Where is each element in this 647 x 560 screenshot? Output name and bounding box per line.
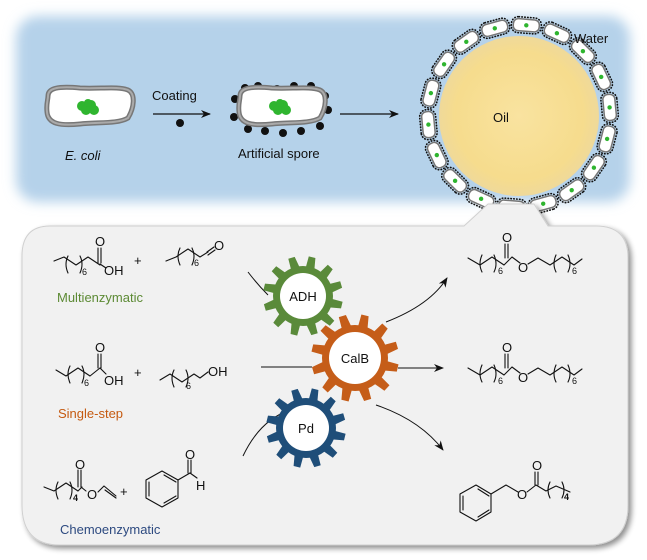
gear-calb: CalB <box>311 314 399 402</box>
gear-label: Pd <box>298 421 314 436</box>
product-octyl-octanoate-2: O 6 O 6 <box>467 340 583 386</box>
gear-pd: Pd <box>266 388 346 468</box>
gear-label: CalB <box>341 351 369 366</box>
plus-sign: + <box>134 253 142 268</box>
repeat-subscript: 6 <box>572 376 577 386</box>
coating-particle <box>279 129 287 137</box>
immobilized-spore <box>479 17 511 40</box>
immobilized-spore <box>418 108 438 141</box>
enzyme-blob <box>84 99 92 107</box>
carbonyl-o: O <box>185 447 195 462</box>
top-panel: E. coli Coating Artificial spore Oil Wat… <box>16 15 630 217</box>
ester-o: O <box>87 487 97 502</box>
octanal-structure: 6 O <box>165 238 224 268</box>
carbonyl-o: O <box>75 457 85 472</box>
repeat-subscript: 6 <box>186 381 191 391</box>
product-benzyl-hexanoate: O O 4 <box>459 458 571 522</box>
immobilized-spore <box>424 139 449 171</box>
immobilized-spore <box>510 15 543 35</box>
reaction-panel <box>21 203 629 546</box>
gear-label: ADH <box>289 289 316 304</box>
coating-particle <box>244 125 252 133</box>
hydroxyl-group: OH <box>104 263 124 278</box>
immobilized-spore <box>430 49 458 80</box>
repeat-subscript: 6 <box>498 266 503 276</box>
route-label-chemoenzymatic: Chemoenzymatic <box>60 522 161 537</box>
immobilized-spore <box>440 166 470 195</box>
immobilized-spore <box>568 37 598 66</box>
artificial-spore-label: Artificial spore <box>238 146 320 161</box>
repeat-subscript: 6 <box>84 378 89 388</box>
coating-particle-icon <box>176 119 184 127</box>
route-label-multienzymatic: Multienzymatic <box>57 290 143 305</box>
artificial-spore-cell <box>230 82 332 137</box>
ester-o: O <box>517 487 527 502</box>
ecoli-cell <box>44 84 136 128</box>
immobilized-spore <box>556 176 587 204</box>
enzyme-blob <box>281 105 291 115</box>
immobilized-spore <box>600 91 620 124</box>
plus-sign: + <box>134 365 142 380</box>
ester-o: O <box>518 370 528 385</box>
aldehyde-h: H <box>196 478 205 493</box>
enzyme-icon <box>269 99 291 115</box>
arrow-in-multienzymatic <box>247 271 269 296</box>
route-single-step: O 6 OH + 6 OH Single-step <box>55 340 228 421</box>
repeat-subscript: 6 <box>82 267 87 277</box>
oil-droplet <box>418 15 620 217</box>
coating-particle <box>230 113 238 121</box>
oil-label: Oil <box>493 110 509 125</box>
repeat-subscript: 6 <box>572 266 577 276</box>
product-octyl-octanoate-1: O 6 O 6 <box>467 230 583 276</box>
carbonyl-o: O <box>95 340 105 355</box>
route-multienzymatic: O 6 OH + 6 O Multienzymatic <box>53 234 224 305</box>
carbonyl-o: O <box>532 458 542 473</box>
vinyl-hexanoate-structure: O 4 O <box>43 457 117 503</box>
octanol-structure: 6 OH <box>159 364 228 391</box>
repeat-subscript: 6 <box>194 258 199 268</box>
water-label: Water <box>574 31 609 46</box>
enzyme-icon <box>77 99 99 115</box>
plus-sign: + <box>120 484 128 499</box>
gear-adh: ADH <box>263 256 343 336</box>
enzyme-blob <box>89 105 99 115</box>
enzyme-blob <box>276 99 284 107</box>
coating-particle <box>316 122 324 130</box>
ester-o: O <box>518 260 528 275</box>
immobilized-spore <box>589 61 614 93</box>
carbonyl-o: O <box>95 234 105 249</box>
route-label-single-step: Single-step <box>58 406 123 421</box>
immobilized-spore <box>596 123 618 155</box>
carbonyl-o: O <box>502 340 512 355</box>
immobilized-spore <box>541 21 573 46</box>
route-chemoenzymatic: O 4 O + O H Chemoenzymatic <box>43 447 205 537</box>
ecoli-label: E. coli <box>65 148 102 163</box>
catalyst-gears: ADH Pd CalB <box>263 256 399 468</box>
immobilized-spore <box>420 77 442 109</box>
arrow-out-chemoenzymatic <box>375 404 444 451</box>
repeat-subscript: 4 <box>73 493 78 503</box>
repeat-subscript: 4 <box>564 492 569 502</box>
coating-label: Coating <box>152 88 197 103</box>
immobilized-spore <box>580 152 608 183</box>
hydroxyl-group: OH <box>208 364 228 379</box>
octanoic-acid-structure: O 6 OH <box>55 340 124 388</box>
octanoic-acid-structure: O 6 OH <box>53 234 124 278</box>
aldehyde-o: O <box>214 238 224 253</box>
carbonyl-o: O <box>502 230 512 245</box>
arrow-out-multienzymatic <box>385 277 448 323</box>
hydroxyl-group: OH <box>104 373 124 388</box>
coating-particle <box>297 127 305 135</box>
immobilized-spore <box>451 28 482 56</box>
coating-particle <box>261 127 269 135</box>
repeat-subscript: 6 <box>498 376 503 386</box>
benzaldehyde-structure: O H <box>145 447 205 508</box>
